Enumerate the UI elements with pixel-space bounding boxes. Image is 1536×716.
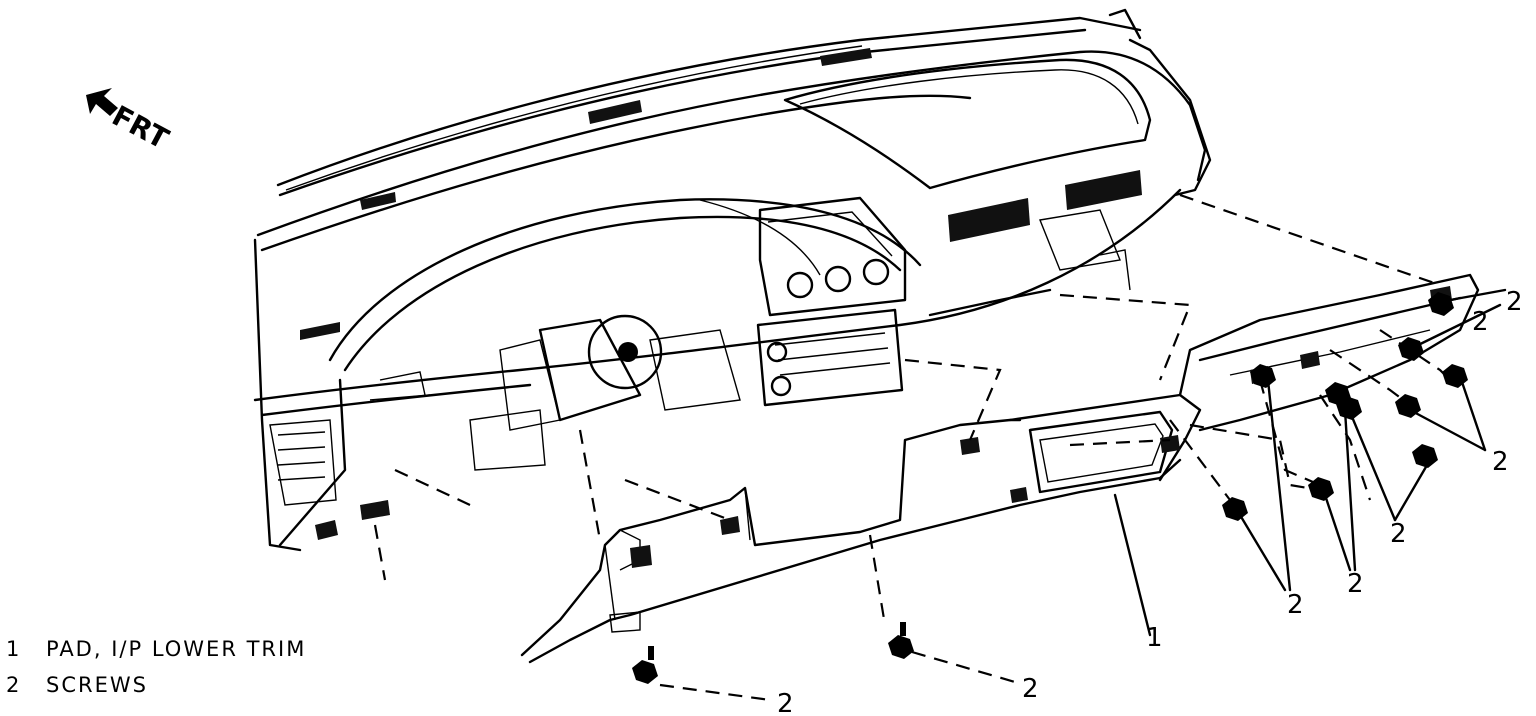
legend-number: 2 [6, 673, 21, 697]
instrument-panel-upper [253, 8, 1212, 552]
callout-label: 2 [1390, 519, 1407, 549]
callout-label: 2 [777, 689, 794, 716]
leader-lines [659, 288, 1507, 702]
callout-label: 2 [1347, 569, 1364, 599]
callouts: 2 2 2 2 2 2 2 2 1 [777, 287, 1523, 716]
screw-icon [1222, 497, 1248, 521]
legend-number: 1 [6, 637, 21, 661]
legend-description: SCREWS [46, 673, 148, 697]
screw-icon [1428, 292, 1454, 316]
screw-icon [1308, 477, 1334, 501]
callout-label: 2 [1022, 674, 1039, 704]
callout-label: 2 [1287, 590, 1304, 620]
screw-icon [1412, 444, 1438, 468]
front-direction-indicator: FRT [86, 88, 174, 156]
screw-icon [888, 622, 914, 659]
callout-label: 2 [1506, 287, 1523, 317]
legend-description: PAD, I/P LOWER TRIM [46, 637, 306, 661]
front-label: FRT [107, 99, 174, 156]
screw-icon [1442, 364, 1468, 388]
front-arrow-icon [86, 88, 118, 116]
callout-label: 1 [1146, 623, 1163, 653]
legend: 1 PAD, I/P LOWER TRIM 2 SCREWS [6, 637, 306, 697]
callout-label: 2 [1492, 447, 1509, 477]
screw-icon [1250, 364, 1276, 388]
screw-icon [632, 646, 658, 684]
callout-label: 2 [1472, 307, 1489, 337]
alignment-lines [373, 193, 1451, 626]
